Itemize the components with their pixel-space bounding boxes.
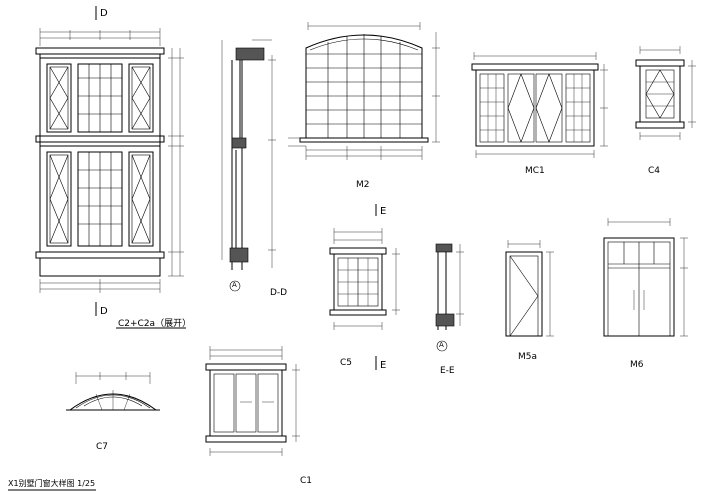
c4-elevation (635, 46, 696, 140)
c2-elevation (35, 6, 184, 316)
m5a-elevation (505, 240, 554, 337)
mc1-elevation (471, 52, 608, 158)
m6-elevation (603, 218, 688, 337)
section-mark-e-bottom: E (380, 360, 387, 371)
m2-elevation (288, 22, 440, 160)
c7-plan (66, 372, 160, 411)
label-c4: C4 (648, 166, 661, 176)
axis-bubble-a-dd: A (232, 281, 237, 289)
axis-bubble-a-ee: A (439, 341, 444, 349)
c5-elevation (329, 204, 400, 370)
label-c1: C1 (300, 476, 313, 486)
ee-section (435, 243, 464, 352)
c1-elevation (205, 346, 300, 456)
label-m5a: M5a (518, 352, 538, 362)
label-m6: M6 (630, 360, 644, 370)
sheet-title: X1别墅门窗大样图 1/25 (8, 479, 96, 488)
label-mc1: MC1 (525, 166, 545, 176)
label-dd: D-D (270, 288, 288, 298)
label-c2: C2+C2a（展开） (118, 319, 192, 329)
label-ee: E-E (440, 366, 455, 376)
dd-section (221, 39, 276, 292)
section-mark-d-top: D (100, 8, 108, 19)
label-m2: M2 (356, 180, 370, 190)
section-mark-d-bottom: D (100, 306, 108, 317)
label-c7: C7 (96, 442, 109, 452)
section-mark-e-top: E (380, 206, 387, 217)
label-c5: C5 (340, 358, 353, 368)
